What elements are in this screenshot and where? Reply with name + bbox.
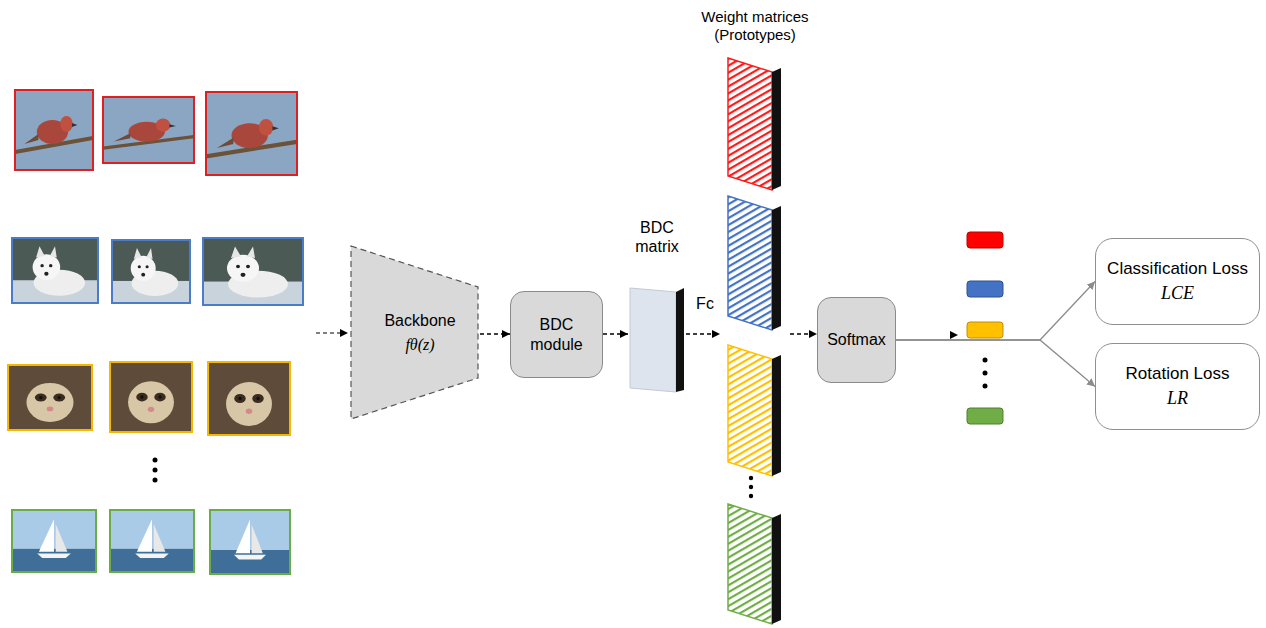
photo-frame bbox=[110, 510, 194, 572]
photo bbox=[15, 90, 93, 170]
matrix-slab bbox=[630, 288, 676, 392]
prototype-slab bbox=[728, 58, 772, 190]
photo-frame bbox=[12, 510, 96, 572]
edge-label: Fc bbox=[694, 294, 716, 313]
prototype-slab bbox=[728, 196, 772, 330]
backbone-trapezoid: Backbone fθ(z) bbox=[350, 245, 480, 420]
photo bbox=[210, 510, 290, 574]
prototype-stack: Weight matrices (Prototypes) bbox=[720, 8, 790, 626]
prototype-slab-side bbox=[772, 206, 781, 330]
ellipsis-dot bbox=[749, 485, 753, 489]
photo-frame bbox=[210, 510, 290, 574]
input-arrow bbox=[316, 332, 341, 333]
node-label: Weight matrices (Prototypes) bbox=[680, 8, 830, 44]
photo-frame bbox=[208, 362, 290, 435]
node-formula: LCE bbox=[1161, 283, 1194, 305]
photo bbox=[203, 238, 303, 305]
ellipsis-dot bbox=[153, 458, 158, 463]
score-chip bbox=[967, 232, 1003, 248]
photo bbox=[12, 238, 98, 303]
node-formula: LR bbox=[1167, 388, 1188, 410]
arrow-head bbox=[950, 331, 958, 339]
ellipsis-dot bbox=[983, 358, 988, 363]
loss-box: Rotation LossLR bbox=[1095, 343, 1260, 430]
prototype-slab-side bbox=[772, 355, 781, 476]
photo-frame bbox=[8, 365, 92, 430]
score-chip bbox=[967, 408, 1003, 424]
photo-frame bbox=[206, 92, 297, 175]
loss-box: Classification LossLCE bbox=[1095, 238, 1260, 325]
prototype-slab bbox=[728, 345, 772, 476]
trapezoid-shape bbox=[351, 246, 478, 419]
flow-arrow bbox=[686, 333, 720, 334]
photo-frame bbox=[112, 240, 190, 303]
node-label: BDC module bbox=[517, 315, 596, 353]
ellipsis-dot bbox=[153, 478, 158, 483]
ellipsis-dot bbox=[749, 494, 753, 498]
process-box: BDC module bbox=[510, 291, 603, 378]
flow-arrow bbox=[790, 333, 817, 334]
photo bbox=[8, 365, 92, 430]
flow-arrow bbox=[480, 333, 510, 334]
photo bbox=[208, 362, 290, 435]
photo-frame bbox=[110, 362, 192, 432]
photo-frame bbox=[103, 97, 194, 163]
matrix-node: BDC matrix bbox=[628, 218, 686, 394]
prototype-slab bbox=[728, 504, 772, 624]
matrix-slab-side bbox=[676, 288, 684, 392]
process-box: Softmax bbox=[817, 297, 896, 383]
flow-arrow bbox=[603, 333, 628, 334]
node-label: Backbone bbox=[384, 311, 455, 330]
photo bbox=[206, 92, 297, 175]
flow-arrow bbox=[896, 282, 1095, 341]
node-formula: fθ(z) bbox=[405, 335, 434, 354]
photo bbox=[112, 240, 190, 303]
photo bbox=[103, 97, 194, 163]
flow-arrow bbox=[896, 340, 1095, 387]
node-label: Rotation Loss bbox=[1126, 364, 1230, 384]
ellipsis-dot bbox=[749, 476, 753, 480]
score-chip bbox=[967, 322, 1003, 338]
photo-frame bbox=[12, 238, 98, 303]
prototype-slab-side bbox=[772, 68, 781, 190]
photo-frame bbox=[203, 238, 303, 305]
photo bbox=[110, 362, 192, 432]
node-label: BDC matrix bbox=[628, 218, 686, 256]
photo-grid bbox=[8, 90, 303, 574]
score-chip bbox=[967, 281, 1003, 297]
arrow-head bbox=[340, 329, 348, 337]
trapezoid-outline bbox=[350, 245, 480, 420]
node-label: Classification Loss bbox=[1107, 259, 1248, 279]
photo-frame bbox=[15, 90, 93, 170]
ellipsis-dot bbox=[983, 384, 988, 389]
ellipsis-dot bbox=[153, 468, 158, 473]
node-label: Softmax bbox=[827, 330, 886, 349]
prototype-slab-side bbox=[772, 514, 781, 624]
photo bbox=[12, 510, 96, 572]
photo bbox=[110, 510, 194, 572]
ellipsis-dot bbox=[983, 371, 988, 376]
